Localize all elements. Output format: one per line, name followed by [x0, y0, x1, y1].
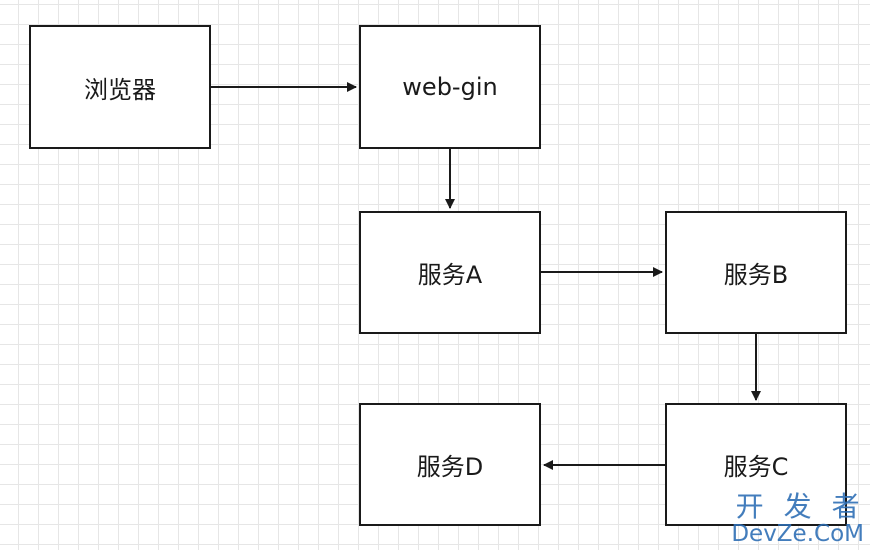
node-service-b[interactable]: 服务B — [665, 211, 847, 334]
node-service-c[interactable]: 服务C — [665, 403, 847, 526]
node-browser-label: 浏览器 — [84, 75, 156, 104]
node-web-gin-label: web-gin — [402, 73, 498, 101]
node-browser[interactable]: 浏览器 — [29, 25, 211, 149]
node-web-gin[interactable]: web-gin — [359, 25, 541, 149]
node-service-d[interactable]: 服务D — [359, 403, 541, 526]
node-service-a[interactable]: 服务A — [359, 211, 541, 334]
node-service-c-label: 服务C — [723, 453, 789, 481]
watermark: 开发者 DevZe.CoM — [731, 492, 864, 547]
node-service-b-label: 服务B — [723, 261, 789, 289]
node-service-d-label: 服务D — [416, 453, 484, 481]
watermark-line1: 开发者 — [735, 490, 870, 523]
watermark-line2: DevZe.CoM — [731, 521, 864, 547]
node-service-a-label: 服务A — [417, 261, 483, 289]
